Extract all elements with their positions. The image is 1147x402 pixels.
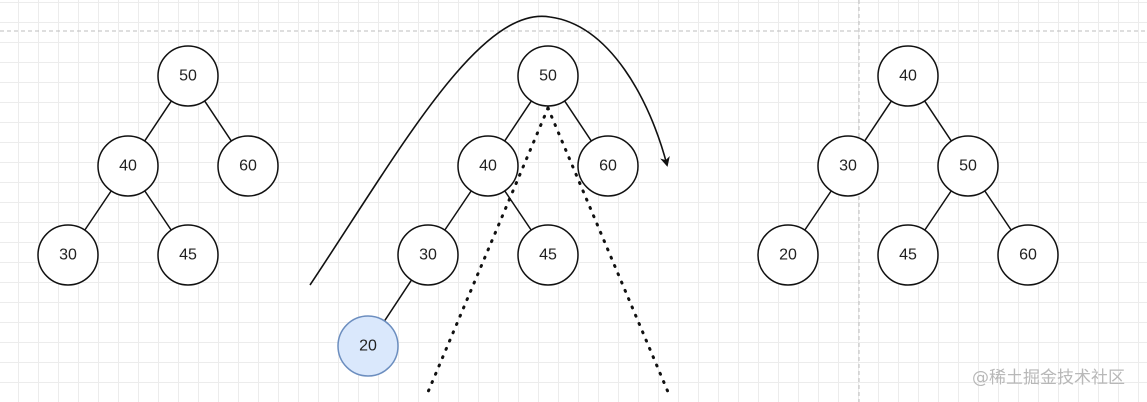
node-label: 20 (359, 338, 377, 355)
tree-edge (924, 190, 952, 231)
node-label: 50 (179, 68, 197, 85)
node-label: 30 (419, 247, 437, 264)
node-circle (517, 224, 579, 286)
tree-node: 60 (217, 135, 279, 197)
node-circle (997, 224, 1059, 286)
node-circle (337, 315, 399, 377)
tree-node: 45 (877, 224, 939, 286)
node-circle (97, 135, 159, 197)
node-label: 30 (839, 158, 857, 175)
node-circle (457, 135, 519, 197)
tree-node: 45 (157, 224, 219, 286)
node-label: 40 (119, 158, 137, 175)
tree-edge (144, 190, 172, 231)
node-circle (37, 224, 99, 286)
tree-edge (804, 190, 832, 231)
inserted-node: 20 (337, 315, 399, 377)
tree-edge (144, 100, 172, 142)
node-circle (157, 45, 219, 107)
watermark-text: @稀土掘金技术社区 (972, 368, 1125, 388)
tree-node: 40 (457, 135, 519, 197)
nodes-layer: 50 40 60 30 45 50 40 60 30 45 20 40 30 50 20 45 60 (37, 45, 1059, 377)
tree-edge (864, 100, 892, 142)
tree-node: 45 (517, 224, 579, 286)
tree-edge (204, 100, 232, 142)
tree-edge (383, 279, 413, 322)
tree-node: 60 (577, 135, 639, 197)
dotted-guide-left (426, 106, 550, 394)
tree-node: 40 (877, 45, 939, 107)
tree-edge (84, 190, 112, 231)
node-label: 50 (959, 158, 977, 175)
node-circle (937, 135, 999, 197)
tree-node: 50 (157, 45, 219, 107)
tree-edge (504, 100, 532, 142)
node-circle (397, 224, 459, 286)
node-circle (817, 135, 879, 197)
tree-edge (924, 100, 952, 142)
node-label: 45 (899, 247, 917, 264)
tree-node: 20 (757, 224, 819, 286)
node-circle (877, 45, 939, 107)
edges-layer (84, 100, 1012, 322)
tree-edge (564, 100, 592, 142)
node-circle (517, 45, 579, 107)
node-label: 45 (179, 247, 197, 264)
rotation-arrow (309, 15, 670, 286)
tree-node: 30 (397, 224, 459, 286)
node-label: 45 (539, 247, 557, 264)
node-circle (157, 224, 219, 286)
node-label: 60 (239, 158, 257, 175)
node-label: 50 (539, 68, 557, 85)
node-circle (877, 224, 939, 286)
tree-node: 50 (517, 45, 579, 107)
node-label: 40 (479, 158, 497, 175)
node-circle (577, 135, 639, 197)
dotted-guide-right (546, 106, 670, 394)
node-label: 30 (59, 247, 77, 264)
tree-edge (984, 190, 1012, 231)
tree-node: 30 (37, 224, 99, 286)
tree-node: 30 (817, 135, 879, 197)
node-circle (757, 224, 819, 286)
tree-edge (504, 190, 532, 231)
tree-node: 50 (937, 135, 999, 197)
tree-node: 40 (97, 135, 159, 197)
tree-node: 60 (997, 224, 1059, 286)
node-label: 40 (899, 68, 917, 85)
node-label: 60 (599, 158, 617, 175)
node-label: 20 (779, 247, 797, 264)
node-label: 60 (1019, 247, 1037, 264)
tree-edge (444, 190, 472, 231)
node-circle (217, 135, 279, 197)
